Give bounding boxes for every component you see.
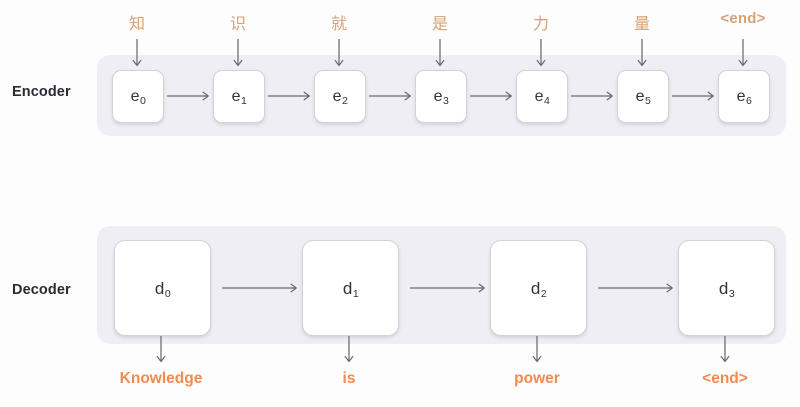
decoder-cell-1[interactable]: d1 bbox=[302, 240, 399, 336]
encoder-input-token-5: 量 bbox=[633, 16, 651, 33]
encoder-cell-0[interactable]: e0 bbox=[112, 70, 164, 123]
encoder-input-token-4: 力 bbox=[532, 16, 550, 33]
encoder-input-token-1: 识 bbox=[229, 16, 247, 33]
encoder-cell-2-label: e2 bbox=[332, 87, 348, 107]
decoder-output-token-2: power bbox=[514, 370, 560, 387]
encoder-input-token-3: 是 bbox=[431, 16, 449, 33]
encoder-cell-5[interactable]: e5 bbox=[617, 70, 669, 123]
decoder-cell-3[interactable]: d3 bbox=[678, 240, 775, 336]
encoder-cell-3-label: e3 bbox=[433, 87, 449, 107]
encoder-cell-4-label: e4 bbox=[534, 87, 550, 107]
decoder-cell-2-label: d2 bbox=[530, 278, 547, 300]
encoder-input-token-0: 知 bbox=[128, 16, 146, 33]
encoder-cell-3[interactable]: e3 bbox=[415, 70, 467, 123]
decoder-cell-2[interactable]: d2 bbox=[490, 240, 587, 336]
encoder-cell-0-label: e0 bbox=[130, 87, 146, 107]
decoder-output-token-1: is bbox=[342, 370, 356, 387]
decoder-cell-3-label: d3 bbox=[718, 278, 735, 300]
decoder-cell-0-label: d0 bbox=[154, 278, 171, 300]
decoder-cell-0[interactable]: d0 bbox=[114, 240, 211, 336]
encoder-cell-5-label: e5 bbox=[635, 87, 651, 107]
encoder-row-label: Encoder bbox=[12, 84, 71, 100]
encoder-cell-4[interactable]: e4 bbox=[516, 70, 568, 123]
encoder-cell-6[interactable]: e6 bbox=[718, 70, 770, 123]
decoder-output-token-3: <end> bbox=[702, 370, 748, 387]
encoder-cell-1-label: e1 bbox=[231, 87, 247, 107]
encoder-input-token-2: 就 bbox=[330, 16, 348, 33]
encoder-cell-1[interactable]: e1 bbox=[213, 70, 265, 123]
decoder-row-label: Decoder bbox=[12, 282, 71, 298]
decoder-output-token-0: Knowledge bbox=[119, 370, 203, 387]
encoder-cell-2[interactable]: e2 bbox=[314, 70, 366, 123]
encoder-cell-6-label: e6 bbox=[736, 87, 752, 107]
encoder-input-token-6: <end> bbox=[720, 10, 766, 27]
decoder-cell-1-label: d1 bbox=[342, 278, 359, 300]
